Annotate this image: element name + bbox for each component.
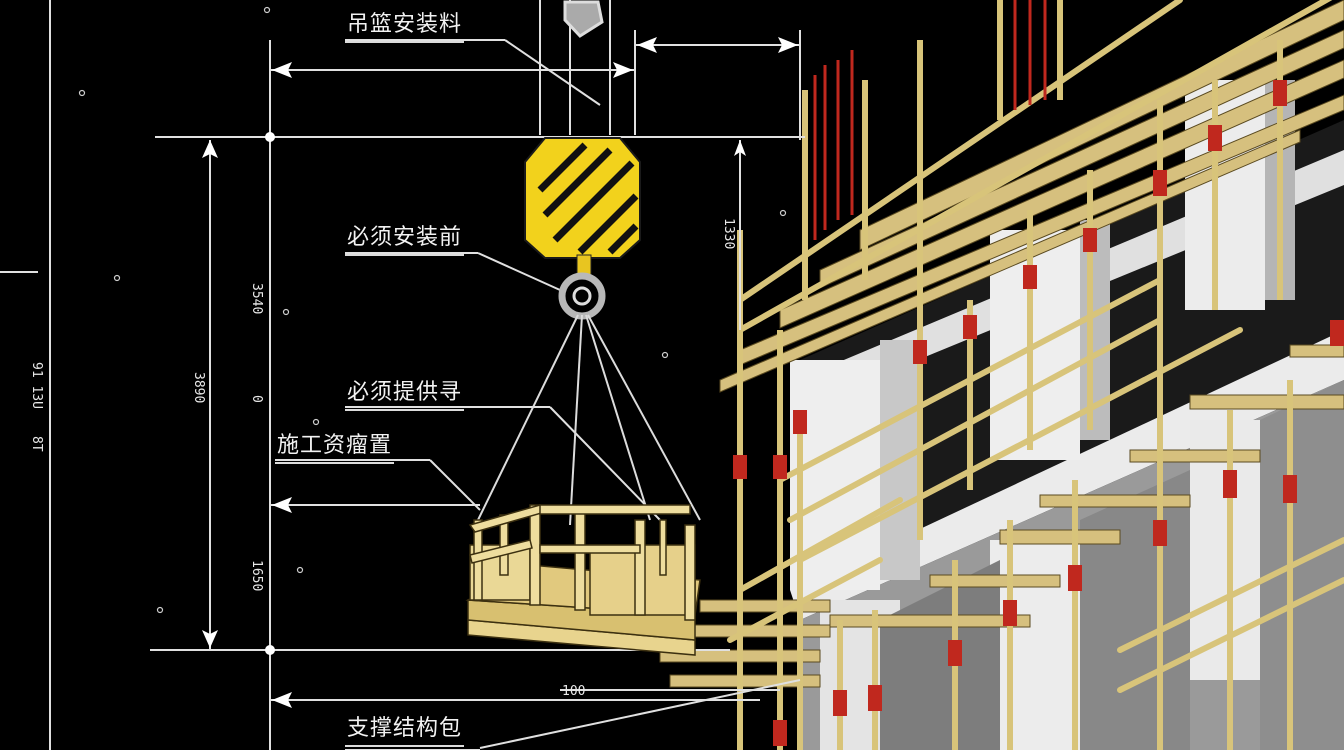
dim-bottom-horizontal: 100 bbox=[562, 684, 586, 699]
dim-right-vertical: 1330 bbox=[721, 218, 736, 250]
building-scaffold bbox=[659, 0, 1344, 750]
cad-points bbox=[78, 6, 787, 614]
dimension-arrowheads bbox=[202, 37, 798, 708]
dimension-lines bbox=[0, 0, 805, 750]
label-hoist-basket-install: 吊篮安装料 bbox=[345, 12, 465, 43]
dim-inner-vertical-mid: 0 bbox=[249, 395, 264, 403]
dim-left-edge-a: 91 13U bbox=[29, 362, 44, 409]
slings bbox=[477, 314, 701, 526]
label-must-install-before: 必须安装前 bbox=[345, 225, 465, 256]
dim-inner-vertical-top: 3540 bbox=[249, 283, 264, 315]
label-construction-setup: 施工资瘤置 bbox=[275, 433, 395, 464]
label-must-provide: 必须提供寻 bbox=[345, 380, 465, 411]
dim-left-edge-b: 8T bbox=[29, 436, 44, 452]
label-support-structure: 支撑结构包 bbox=[345, 716, 465, 747]
dim-outer-vertical: 3890 bbox=[191, 372, 206, 404]
dim-inner-vertical-bottom: 1650 bbox=[249, 560, 264, 592]
suspended-basket bbox=[465, 504, 701, 656]
